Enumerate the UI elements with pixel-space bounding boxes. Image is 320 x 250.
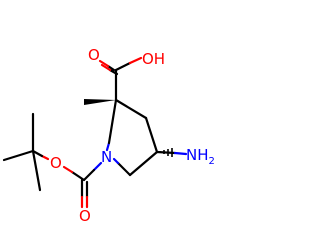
bond-ccooh-o-1-red (98, 59, 110, 68)
atom-label-amino: NH2 (186, 146, 215, 167)
bond-tbu-me-down (31, 149, 42, 192)
bond-n-c2-blue (105, 141, 111, 152)
bond-c3-c4 (144, 116, 159, 154)
bond-n-c2 (107, 98, 118, 145)
bond-n-ccarb-blue (92, 161, 103, 172)
bond-ccooh-oh-red (128, 56, 143, 65)
bond-tbu-me-left (2, 149, 35, 162)
bond-n-ccarb (82, 168, 96, 182)
amino-main: NH (186, 146, 209, 164)
bond-c4-nh2-blue (173, 151, 188, 156)
wedge-bond-c2-methyl (84, 99, 116, 105)
bond-c5-n-blue (112, 157, 120, 165)
atom-label-carbamate-o-ether: O (50, 154, 62, 172)
bond-ccarb-oether (70, 170, 86, 182)
atom-label-carbamate-o-carbonyl: O (79, 207, 91, 225)
molecule-structure: OH O N NH2 O O (2, 46, 215, 225)
amino-subscript: 2 (209, 156, 215, 167)
bond-ccooh-o-2-red (100, 63, 112, 72)
bond-ccooh-oh (114, 61, 132, 72)
bond-oether-ctbu (31, 149, 44, 158)
atom-label-ring-n: N (101, 148, 112, 166)
bonds (2, 56, 188, 209)
bond-c4-c5 (128, 150, 159, 177)
bond-c2-c3 (114, 98, 148, 120)
bond-ccooh-o-2 (108, 68, 119, 76)
atom-labels: OH O N NH2 O O (50, 46, 215, 225)
atom-label-carboxyl-o: O (88, 46, 100, 64)
atom-label-carboxyl-oh: OH (142, 50, 165, 68)
bond-ccooh-o-1 (106, 64, 116, 72)
hashed-wedge-c4-nh2 (159, 148, 173, 157)
bond-oether-ctbu-red (40, 154, 50, 161)
bond-ccarb-oether-red (62, 165, 74, 174)
structure-canvas: OH O N NH2 O O (2, 46, 215, 225)
bond-c5-n (116, 161, 132, 177)
